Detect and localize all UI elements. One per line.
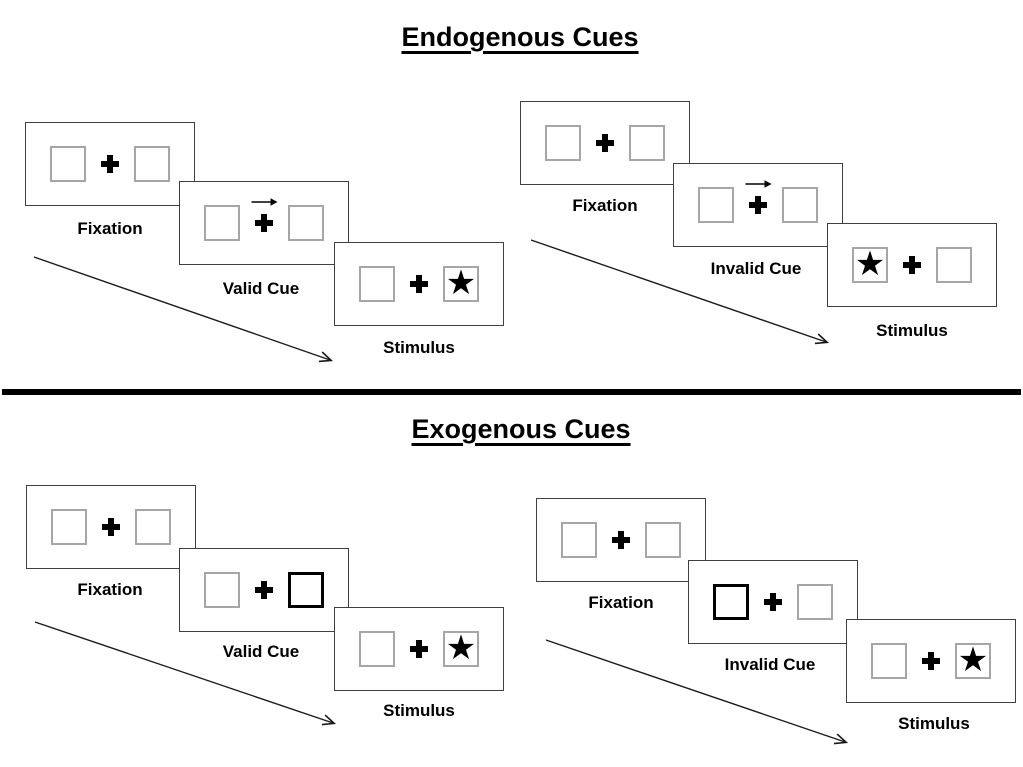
- panel-label-stimulus: Stimulus: [876, 321, 948, 340]
- left-placeholder-box: [561, 522, 597, 558]
- fixation-cross-icon: [101, 155, 119, 173]
- left-cue-highlight-box: [713, 584, 749, 620]
- fixation-cross-icon: [903, 256, 921, 274]
- timeline-arrow: [545, 639, 849, 745]
- screen-invalid-cue: [688, 560, 858, 644]
- star-icon: ★: [957, 639, 989, 680]
- right-placeholder-box: [782, 187, 818, 223]
- left-placeholder-box: [871, 643, 907, 679]
- screen-stimulus: ★: [846, 619, 1016, 703]
- section-divider: [2, 389, 1021, 395]
- left-placeholder-box: [359, 631, 395, 667]
- section-title-exogenous: Exogenous Cues: [411, 414, 631, 444]
- fixation-cross-icon: [749, 196, 767, 214]
- right-target-box: ★: [443, 266, 479, 302]
- panel-label-stimulus: Stimulus: [383, 338, 455, 357]
- panel-label-fixation: Fixation: [77, 219, 143, 238]
- timeline-arrow: [34, 621, 337, 726]
- fixation-cross-icon: [410, 640, 428, 658]
- screen-stimulus: ★: [334, 242, 504, 326]
- right-placeholder-box: [797, 584, 833, 620]
- left-placeholder-box: [204, 205, 240, 241]
- screen-stimulus: ★: [827, 223, 997, 307]
- screen-invalid-cue: [673, 163, 843, 247]
- right-placeholder-box: [936, 247, 972, 283]
- screen-fixation: [536, 498, 706, 582]
- right-target-box: ★: [443, 631, 479, 667]
- timeline-arrow: [530, 239, 830, 345]
- right-placeholder-box: [629, 125, 665, 161]
- panel-label-stimulus: Stimulus: [383, 701, 455, 720]
- left-placeholder-box: [545, 125, 581, 161]
- panel-label-fixation: Fixation: [77, 580, 143, 599]
- fixation-cross-icon: [410, 275, 428, 293]
- section-title-endogenous: Endogenous Cues: [401, 22, 639, 52]
- cue-arrow-icon: [745, 180, 772, 188]
- fixation-cross-icon: [255, 214, 273, 232]
- fixation-cross-icon: [764, 593, 782, 611]
- star-icon: ★: [854, 243, 886, 284]
- panel-label-valid-cue: Valid Cue: [222, 279, 300, 298]
- fixation-cross-icon: [612, 531, 630, 549]
- panel-label-fixation: Fixation: [572, 196, 638, 215]
- screen-fixation: [26, 485, 196, 569]
- left-target-box: ★: [852, 247, 888, 283]
- right-target-box: ★: [955, 643, 991, 679]
- left-placeholder-box: [698, 187, 734, 223]
- left-placeholder-box: [359, 266, 395, 302]
- star-icon: ★: [445, 627, 477, 668]
- panel-label-invalid-cue: Invalid Cue: [724, 655, 816, 674]
- screen-valid-cue: [179, 548, 349, 632]
- screen-fixation: [25, 122, 195, 206]
- panel-label-invalid-cue: Invalid Cue: [710, 259, 802, 278]
- cue-arrow-icon: [251, 198, 278, 206]
- star-icon: ★: [445, 262, 477, 303]
- fixation-cross-icon: [922, 652, 940, 670]
- left-placeholder-box: [50, 146, 86, 182]
- right-placeholder-box: [288, 205, 324, 241]
- right-placeholder-box: [135, 509, 171, 545]
- panel-label-stimulus: Stimulus: [898, 714, 970, 733]
- left-placeholder-box: [204, 572, 240, 608]
- screen-fixation: [520, 101, 690, 185]
- panel-label-valid-cue: Valid Cue: [222, 642, 300, 661]
- fixation-cross-icon: [102, 518, 120, 536]
- fixation-cross-icon: [596, 134, 614, 152]
- right-cue-highlight-box: [288, 572, 324, 608]
- left-placeholder-box: [51, 509, 87, 545]
- right-placeholder-box: [645, 522, 681, 558]
- right-placeholder-box: [134, 146, 170, 182]
- screen-valid-cue: [179, 181, 349, 265]
- fixation-cross-icon: [255, 581, 273, 599]
- timeline-arrow: [33, 256, 334, 363]
- panel-label-fixation: Fixation: [588, 593, 654, 612]
- screen-stimulus: ★: [334, 607, 504, 691]
